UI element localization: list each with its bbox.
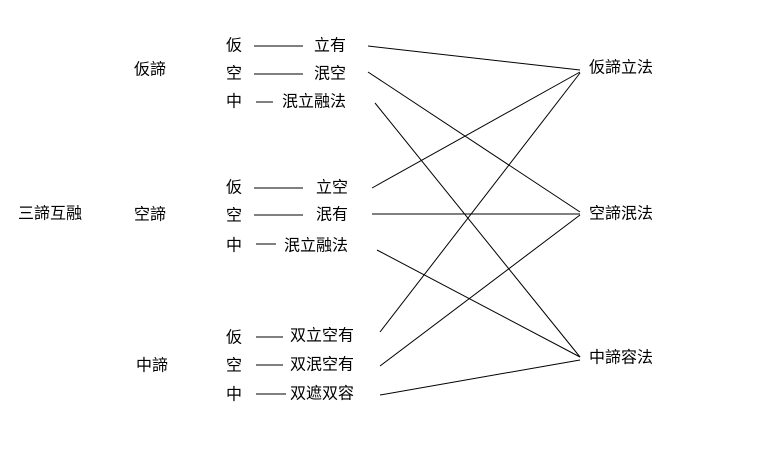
root-label: 三諦互融	[18, 204, 82, 223]
row-key: 中	[226, 92, 242, 111]
target-chu: 中諦容法	[589, 348, 653, 367]
row-term: 立空	[316, 178, 348, 197]
row-key: 仮	[226, 328, 242, 347]
group-label-ku: 空諦	[134, 205, 166, 224]
row-term: 双立空有	[290, 326, 354, 345]
link-line	[371, 71, 581, 189]
group-label-ke: 仮諦	[134, 60, 166, 79]
link-line	[379, 359, 581, 396]
row-term: 双泯空有	[290, 355, 354, 374]
row-term: 泯立融法	[282, 92, 346, 111]
row-key: 空	[226, 206, 242, 225]
row-key: 仮	[226, 36, 242, 55]
row-term: 泯有	[316, 205, 348, 224]
row-key: 空	[226, 356, 242, 375]
link-line	[367, 45, 581, 71]
target-ke: 仮諦立法	[589, 58, 653, 77]
row-term: 泯立融法	[284, 236, 348, 255]
link-line	[376, 249, 581, 358]
link-line	[379, 214, 581, 367]
link-line	[367, 71, 581, 213]
row-key: 仮	[226, 178, 242, 197]
row-key: 中	[226, 236, 242, 255]
link-line	[379, 72, 581, 333]
row-term: 泯空	[314, 64, 346, 83]
group-label-chu: 中諦	[136, 356, 168, 375]
target-ku: 空諦泯法	[589, 204, 653, 223]
row-term: 立有	[314, 36, 346, 55]
row-term: 双遮双容	[290, 384, 354, 403]
row-key: 空	[226, 64, 242, 83]
link-line	[374, 102, 581, 358]
row-key: 中	[226, 385, 242, 404]
